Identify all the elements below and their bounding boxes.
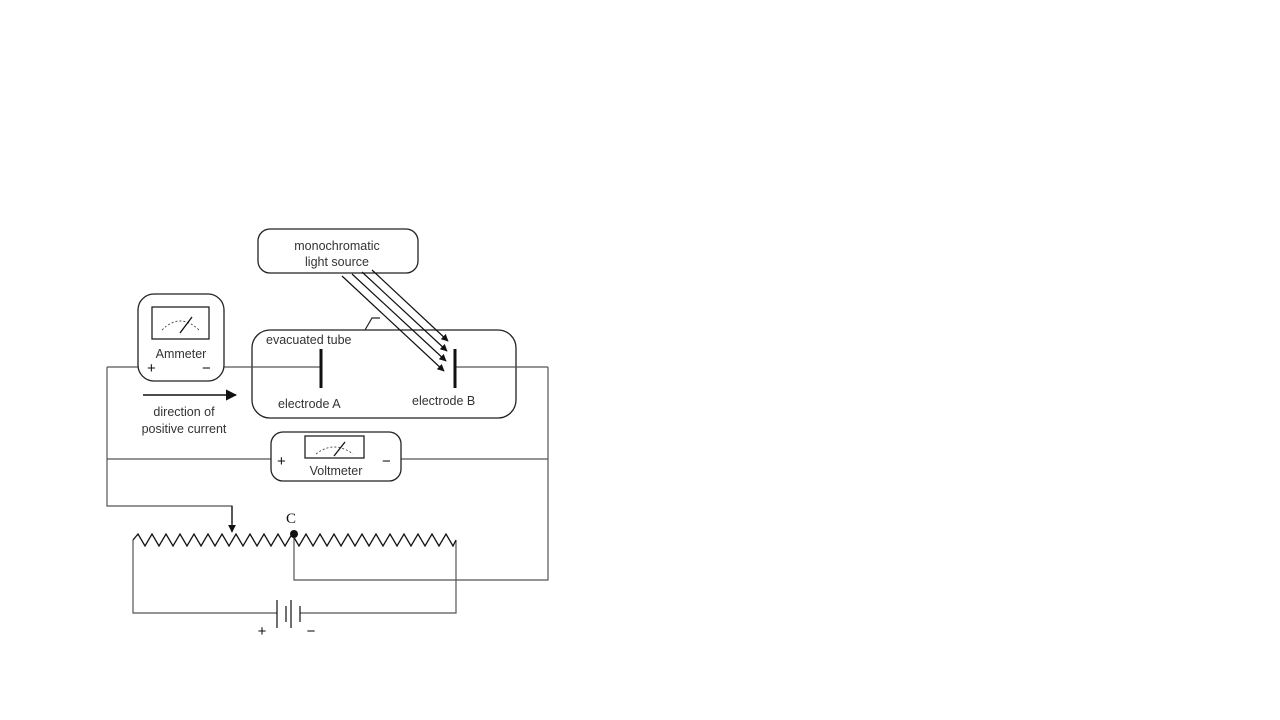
ammeter-plus: + <box>147 360 156 377</box>
electrode-a-label: electrode A <box>278 397 341 411</box>
current-label-line1: direction of <box>153 405 215 419</box>
ammeter-needle <box>179 316 193 334</box>
evacuated-tube: evacuated tube electrode A electrode B <box>251 317 517 419</box>
tap-point-c <box>290 530 298 538</box>
tap-label-c: C <box>286 511 296 527</box>
battery-plus: + <box>258 623 267 640</box>
light-source-label-line1: monochromatic <box>294 239 379 253</box>
voltmeter-plus: + <box>277 453 286 470</box>
light-source-label-line2: light source <box>305 255 369 269</box>
voltmeter-minus: − <box>382 453 391 470</box>
current-direction: direction of positive current <box>142 389 238 436</box>
ammeter-minus: − <box>202 360 211 377</box>
electrode-b-label: electrode B <box>412 394 475 408</box>
light-source: monochromatic light source <box>257 228 419 274</box>
tube-label: evacuated tube <box>266 333 352 347</box>
ammeter-label: Ammeter <box>156 347 207 361</box>
potentiometer-resistor: C <box>132 506 457 548</box>
current-label-line2: positive current <box>142 422 227 436</box>
voltmeter: Voltmeter + − <box>270 431 402 482</box>
battery-minus: − <box>307 623 316 640</box>
voltmeter-needle <box>333 441 346 457</box>
voltmeter-label: Voltmeter <box>310 464 363 478</box>
ammeter: Ammeter + − <box>137 293 225 382</box>
ammeter-dial <box>151 306 210 340</box>
battery: + − <box>258 600 316 640</box>
light-rays <box>341 269 449 372</box>
